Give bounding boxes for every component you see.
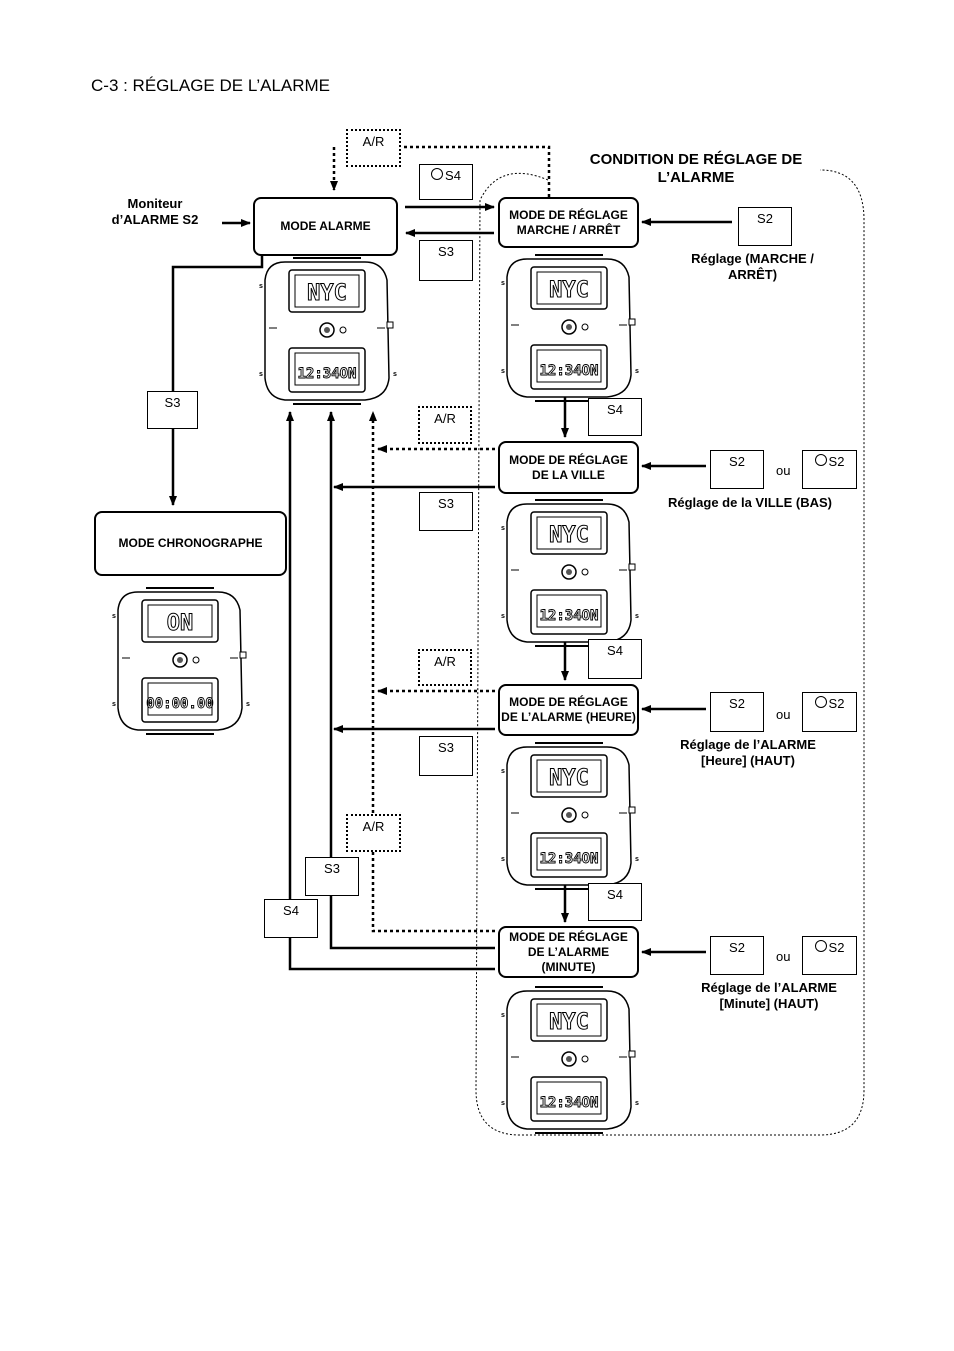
s3-key-top: S3 [419, 240, 473, 281]
watch-on-off: NYC 12:34ON s s s [501, 254, 639, 402]
svg-text:s: s [635, 856, 639, 863]
s2-label: S2 [828, 696, 845, 711]
mode-hour-box: MODE DE RÉGLAGE DE L’ALARME (HEURE) [498, 684, 639, 736]
svg-text:s: s [635, 613, 639, 620]
s2-circle-key-minute: S2 [802, 936, 857, 975]
s3-key-minute: S3 [305, 857, 359, 896]
ar-key-city: A/R [418, 406, 472, 444]
condition-region [475, 169, 865, 1136]
lcd-bottom-text: 12:34ON [539, 851, 598, 867]
circle-icon [814, 696, 827, 708]
lcd-top-text: NYC [549, 523, 589, 548]
setting-city-label: Réglage de la VILLE (BAS) [668, 495, 832, 510]
s4-key-2: S4 [588, 639, 642, 679]
svg-text:s: s [112, 613, 116, 620]
svg-text:s: s [635, 368, 639, 375]
watch-hour: NYC 12:34ON s s s [501, 742, 639, 890]
setting-hour-label: Réglage de l’ALARME [Heure] (HAUT) [680, 737, 816, 768]
svg-text:s: s [501, 768, 505, 775]
s3-key-hour: S3 [419, 736, 473, 776]
svg-text:s: s [501, 1100, 505, 1107]
s4-key-1: S4 [588, 398, 642, 436]
ou-hour: ou [776, 707, 791, 722]
svg-text:s: s [112, 701, 116, 708]
s2-circle-key-city: S2 [802, 450, 857, 489]
s2-key-on-off: S2 [738, 207, 792, 246]
svg-text:s: s [501, 525, 505, 532]
s4-label: S4 [445, 168, 461, 183]
lcd-bottom-text: 12:34ON [539, 1095, 598, 1111]
s2-key-minute: S2 [710, 936, 764, 975]
svg-text:s: s [259, 283, 263, 290]
s4-circle-key: S4 [419, 164, 473, 200]
circle-icon [431, 168, 444, 180]
condition-label: CONDITION DE RÉGLAGE DE L’ALARME [589, 151, 803, 186]
lcd-bottom-text: 12:34ON [297, 366, 356, 382]
s2-label: S2 [828, 940, 845, 955]
ou-city: ou [776, 463, 791, 478]
mode-on-off-box: MODE DE RÉGLAGE MARCHE / ARRÊT [498, 197, 639, 248]
ou-minute: ou [776, 949, 791, 964]
lcd-top-text: NYC [549, 1010, 589, 1035]
watch-minute: NYC 12:34ON s s s [501, 986, 639, 1134]
s2-key-hour: S2 [710, 692, 764, 732]
lcd-top-text: NYC [307, 281, 347, 306]
svg-text:s: s [501, 368, 505, 375]
mode-chrono-box: MODE CHRONOGRAPHE [94, 511, 287, 576]
s3-key-city: S3 [419, 492, 473, 531]
lcd-bottom-text: 12:34ON [539, 363, 598, 379]
watch-alarm: NYC 12:34ON s s s [259, 257, 397, 405]
ar-key-minute: A/R [346, 814, 401, 852]
s4-key-3: S4 [588, 883, 642, 921]
s2-key-city: S2 [710, 450, 764, 489]
svg-text:s: s [635, 1100, 639, 1107]
lcd-top-text: ON [167, 611, 194, 636]
s4-key-minute: S4 [264, 899, 318, 938]
lcd-top-text: NYC [549, 766, 589, 791]
lcd-bottom-text: 12:34ON [539, 608, 598, 624]
mode-minute-box: MODE DE RÉGLAGE DE L’ALARME (MINUTE) [498, 926, 639, 978]
setting-minute-label: Réglage de l’ALARME [Minute] (HAUT) [701, 980, 837, 1011]
svg-text:s: s [393, 371, 397, 378]
svg-text:s: s [501, 1012, 505, 1019]
ar-key-top: A/R [346, 129, 401, 167]
svg-text:s: s [501, 856, 505, 863]
svg-text:s: s [501, 280, 505, 287]
s2-label: S2 [828, 454, 845, 469]
s3-key-chrono: S3 [147, 391, 198, 429]
watch-city: NYC 12:34ON s s s [501, 499, 639, 647]
setting-on-off-label: Réglage (MARCHE / ARRÊT) [691, 251, 814, 282]
svg-text:s: s [246, 701, 250, 708]
mode-city-box: MODE DE RÉGLAGE DE LA VILLE [498, 441, 639, 494]
circle-icon [814, 454, 827, 466]
mode-alarme-box: MODE ALARME [253, 197, 398, 256]
page-title: C-3 : RÉGLAGE DE L’ALARME [91, 76, 331, 95]
ar-key-hour: A/R [418, 649, 472, 686]
svg-text:s: s [259, 371, 263, 378]
circle-icon [814, 940, 827, 952]
lcd-top-text: NYC [549, 278, 589, 303]
watch-chrono: ON 00:00.00 s s s [112, 587, 250, 735]
s2-circle-key-hour: S2 [802, 692, 857, 732]
lcd-bottom-text: 00:00.00 [146, 696, 213, 712]
svg-text:s: s [501, 613, 505, 620]
monitor-label: Moniteur d’ALARME S2 [111, 196, 199, 227]
